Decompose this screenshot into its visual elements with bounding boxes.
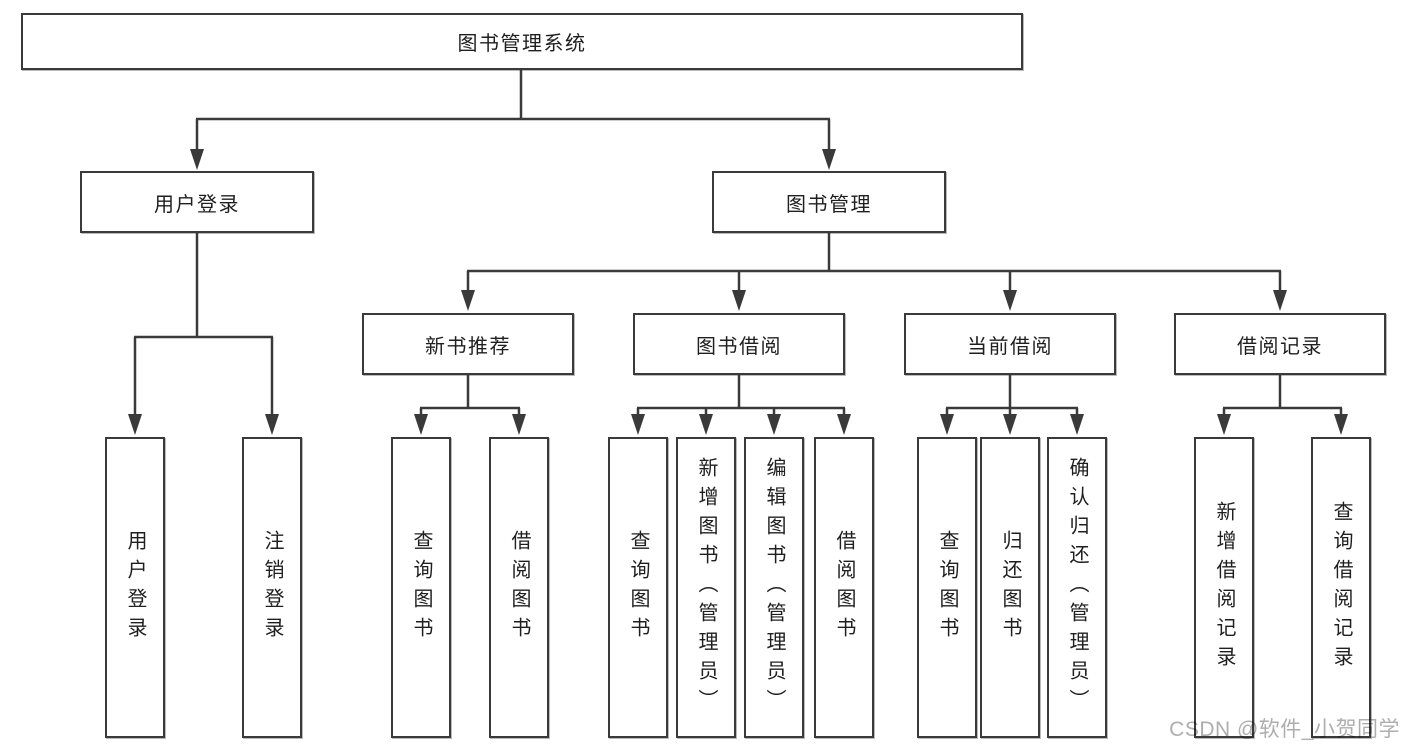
leaf-user-login-label: 用户登录 bbox=[124, 529, 146, 646]
leaf-query-borrow-record: 查询借阅记录 bbox=[1311, 437, 1371, 738]
leaf-query-borrow-record-label: 查询借阅记录 bbox=[1330, 500, 1352, 675]
leaf-logout: 注销登录 bbox=[242, 437, 302, 738]
leaf-add-book-admin: 新增图书（管理员） bbox=[676, 437, 736, 738]
leaf-query-book-current-label: 查询图书 bbox=[936, 529, 958, 646]
node-borrow-records: 借阅记录 bbox=[1174, 313, 1386, 375]
leaf-add-borrow-record: 新增借阅记录 bbox=[1194, 437, 1254, 738]
leaf-borrow-book: 借阅图书 bbox=[814, 437, 874, 738]
leaf-query-book-recommend-label: 查询图书 bbox=[410, 529, 432, 646]
leaf-return-book-label: 归还图书 bbox=[999, 529, 1021, 646]
leaf-return-book: 归还图书 bbox=[980, 437, 1040, 738]
leaf-borrow-book-label: 借阅图书 bbox=[833, 529, 855, 646]
leaf-borrow-book-recommend-label: 借阅图书 bbox=[508, 529, 530, 646]
leaf-query-book-borrow-label: 查询图书 bbox=[627, 529, 649, 646]
leaf-confirm-return-admin-label: 确认归还（管理员） bbox=[1066, 457, 1088, 718]
node-new-book-recommend: 新书推荐 bbox=[362, 313, 574, 375]
leaf-add-borrow-record-label: 新增借阅记录 bbox=[1213, 500, 1235, 675]
node-user-login: 用户登录 bbox=[80, 171, 314, 233]
leaf-add-book-admin-label: 新增图书（管理员） bbox=[695, 457, 717, 718]
node-book-management: 图书管理 bbox=[712, 171, 946, 233]
leaf-query-book-borrow: 查询图书 bbox=[608, 437, 668, 738]
leaf-logout-label: 注销登录 bbox=[261, 529, 283, 646]
leaf-borrow-book-recommend: 借阅图书 bbox=[489, 437, 549, 738]
node-root-system: 图书管理系统 bbox=[21, 13, 1023, 70]
leaf-user-login: 用户登录 bbox=[105, 437, 165, 738]
leaf-query-book-current: 查询图书 bbox=[917, 437, 977, 738]
node-book-borrow: 图书借阅 bbox=[633, 313, 845, 375]
leaf-query-book-recommend: 查询图书 bbox=[391, 437, 451, 738]
csdn-watermark: CSDN @软件_小贺同学 bbox=[1169, 718, 1400, 741]
leaf-edit-book-admin-label: 编辑图书（管理员） bbox=[763, 457, 785, 718]
node-current-borrow: 当前借阅 bbox=[904, 313, 1116, 375]
leaf-edit-book-admin: 编辑图书（管理员） bbox=[744, 437, 804, 738]
leaf-confirm-return-admin: 确认归还（管理员） bbox=[1047, 437, 1107, 738]
